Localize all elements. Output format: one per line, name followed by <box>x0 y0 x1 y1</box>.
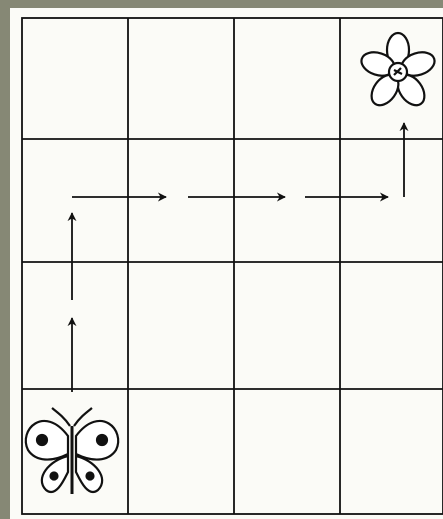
route-path <box>72 123 404 392</box>
flower-icon <box>358 33 437 110</box>
butterfly-icon <box>26 408 118 494</box>
